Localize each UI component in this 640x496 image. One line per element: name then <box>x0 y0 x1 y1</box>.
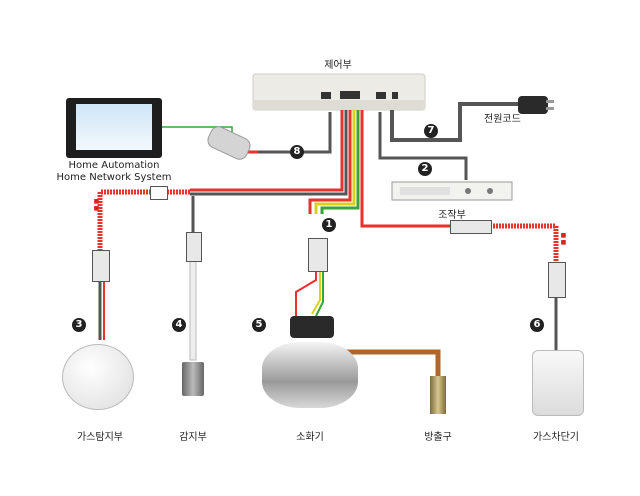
number-badge-7: 7 <box>424 124 438 138</box>
number-badge-1: 1 <box>322 218 336 232</box>
operation-panel <box>391 181 513 201</box>
label-home-network: Home Network System <box>56 172 172 183</box>
red-tag-right: ■■ <box>560 232 567 246</box>
number-badge-2: 2 <box>418 162 432 176</box>
connector-left-junction <box>150 186 168 200</box>
label-gas-shutoff: 가스차단기 <box>533 432 579 443</box>
label-home-automation: Home Automation <box>68 160 160 171</box>
extinguisher-valve-motor <box>290 316 334 338</box>
number-badge-3: 3 <box>72 318 86 332</box>
label-sensor: 감지부 <box>179 432 207 443</box>
number-badge-6: 6 <box>530 318 544 332</box>
main-harness <box>190 110 450 228</box>
gas-detector-unit <box>62 344 134 410</box>
label-gas-detector: 가스탐지부 <box>77 432 123 443</box>
connector-gas-shutoff <box>548 262 566 298</box>
cable-6 <box>490 223 559 262</box>
discharge-nozzle <box>430 376 446 414</box>
number-badge-5: 5 <box>252 318 266 332</box>
cable-5 <box>295 270 317 318</box>
controller-unit <box>252 73 426 111</box>
label-power-cord: 전원코드 <box>484 114 521 125</box>
connector-operation <box>450 220 492 234</box>
home-automation-panel <box>66 98 162 158</box>
cable-8 <box>258 112 332 154</box>
label-discharge: 방출구 <box>424 432 452 443</box>
gas-shutoff-unit <box>532 350 584 416</box>
cable-2 <box>378 112 468 180</box>
power-cord-cable <box>390 102 520 142</box>
number-badge-4: 4 <box>172 318 186 332</box>
discharge-pipe <box>340 349 441 376</box>
power-plug <box>518 96 554 114</box>
extinguisher-tank <box>262 342 358 408</box>
sensor-probe <box>182 362 204 396</box>
label-controller: 제어부 <box>324 60 352 71</box>
number-badge-8: 8 <box>290 145 304 159</box>
panel-screen <box>76 104 152 150</box>
connector-sensor <box>186 232 202 262</box>
network-adapter <box>207 126 251 160</box>
red-tag-left: ■■ <box>93 198 100 212</box>
label-extinguisher: 소화기 <box>296 432 324 443</box>
connector-extinguisher <box>308 238 328 272</box>
label-operation-unit: 조작부 <box>438 210 466 221</box>
sensor-tube <box>189 259 197 361</box>
connector-gas-detector <box>92 250 110 282</box>
cable-3 <box>97 189 190 250</box>
